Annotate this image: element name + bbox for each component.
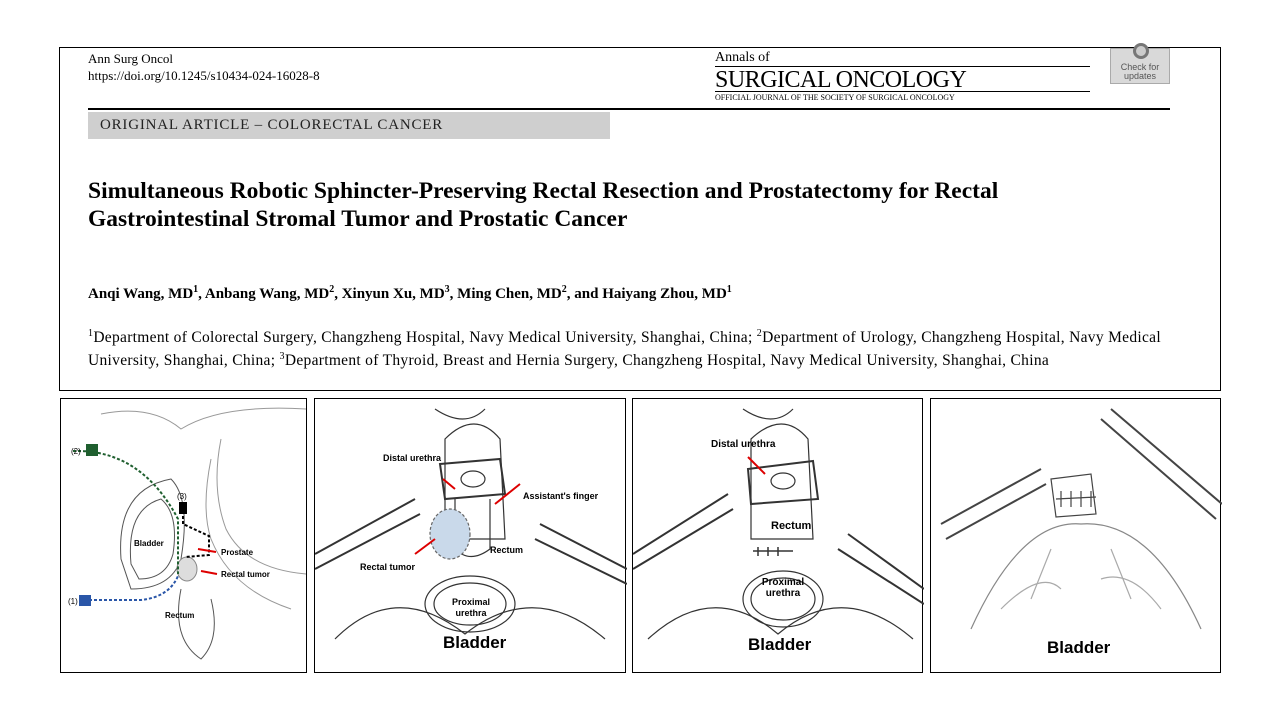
- affiliation-mark: 2: [756, 328, 763, 339]
- bladder-label: Bladder: [134, 539, 164, 548]
- author-affiliation-mark: 2: [329, 284, 335, 295]
- port-3-label: (3): [177, 492, 187, 501]
- affiliation-text: Department of Thyroid, Breast and Hernia…: [284, 352, 1050, 370]
- author-name: Xinyun Xu, MD: [341, 286, 445, 302]
- article-header: Ann Surg Oncol https://doi.org/10.1245/s…: [59, 43, 1221, 391]
- check-updates-label: Check for updates: [1120, 62, 1160, 81]
- proximal-urethra-label: Proximal urethra: [451, 597, 491, 618]
- affiliation-mark: 1: [88, 328, 94, 339]
- journal-logo: Annals of SURGICAL ONCOLOGY OFFICIAL JOU…: [715, 50, 1090, 102]
- journal-abbrev: Ann Surg Oncol: [88, 51, 173, 66]
- robotic-resection-illustration: [315, 408, 627, 640]
- figure-panel-anastomosis: Distal urethra Rectum Proximal urethra B…: [632, 398, 924, 673]
- prostate-label: Prostate: [221, 548, 254, 557]
- affiliations: 1Department of Colorectal Surgery, Chang…: [88, 324, 1178, 370]
- port-2-label: (2): [71, 447, 81, 456]
- proximal-urethra-label: Proximal urethra: [761, 577, 805, 599]
- bladder-label: Bladder: [748, 635, 812, 654]
- author-name: Anqi Wang, MD: [88, 286, 194, 302]
- doi-link[interactable]: https://doi.org/10.1245/s10434-024-16028…: [88, 68, 320, 83]
- bookmark-icon: [1133, 43, 1149, 59]
- assistant-finger-label: Assistant's finger: [523, 491, 599, 501]
- author-affiliation-mark: 3: [444, 284, 450, 295]
- distal-urethra-label: Distal urethra: [383, 453, 442, 463]
- sagittal-pelvis-illustration: [72, 407, 307, 660]
- rectum-label: Rectum: [771, 520, 812, 532]
- author-separator: ,: [198, 286, 205, 302]
- rectal-tumor-label: Rectal tumor: [221, 570, 270, 579]
- rectal-anastomosis-illustration: [633, 408, 924, 640]
- affiliation-text: Department of Colorectal Surgery, Changz…: [93, 329, 757, 347]
- author-name: Haiyang Zhou, MD: [602, 286, 727, 302]
- logo-subtitle: OFFICIAL JOURNAL OF THE SOCIETY OF SURGI…: [715, 93, 955, 102]
- bladder-label: Bladder: [1047, 638, 1111, 657]
- author-separator: ,: [449, 286, 458, 302]
- author-affiliation-mark: 2: [561, 284, 567, 295]
- journal-reference: Ann Surg Oncol https://doi.org/10.1245/s…: [88, 50, 320, 84]
- author-separator: ,: [334, 286, 342, 302]
- urethrovesical-anastomosis-illustration: [940, 408, 1222, 630]
- author-name: Anbang Wang, MD: [204, 286, 330, 302]
- rectum-label: Rectum: [490, 545, 524, 555]
- author-list: Anqi Wang, MD1, Anbang Wang, MD2, Xinyun…: [88, 284, 732, 303]
- divider: [88, 108, 1170, 110]
- author-affiliation-mark: 1: [726, 284, 732, 295]
- rectal-tumor-label: Rectal tumor: [360, 562, 416, 572]
- bladder-label: Bladder: [443, 633, 507, 652]
- affiliation-mark: 3: [279, 351, 285, 363]
- author-affiliation-mark: 1: [193, 284, 199, 295]
- article-title: Simultaneous Robotic Sphincter-Preservin…: [88, 178, 999, 232]
- figure-panel-anatomy: (2) (3) (1) Bladder Prostate Rectal tumo…: [60, 398, 307, 673]
- check-for-updates-badge[interactable]: Check for updates: [1110, 43, 1170, 84]
- rectum-label: Rectum: [165, 611, 195, 620]
- port-1-label: (1): [68, 597, 78, 606]
- logo-annals: Annals of: [715, 50, 770, 65]
- author-separator: , and: [566, 286, 603, 302]
- distal-urethra-label: Distal urethra: [711, 439, 776, 450]
- author-name: Ming Chen, MD: [457, 286, 562, 302]
- figure-panel-resection: Distal urethra Assistant's finger Rectal…: [314, 398, 627, 673]
- figure-panel-urethral-anastomosis: Bladder: [930, 398, 1222, 673]
- affiliation-text: Department of Urology, Changzheng Hospit…: [88, 329, 1161, 370]
- article-category: ORIGINAL ARTICLE – COLORECTAL CANCER: [88, 112, 610, 139]
- logo-name: SURGICAL ONCOLOGY: [715, 66, 1090, 92]
